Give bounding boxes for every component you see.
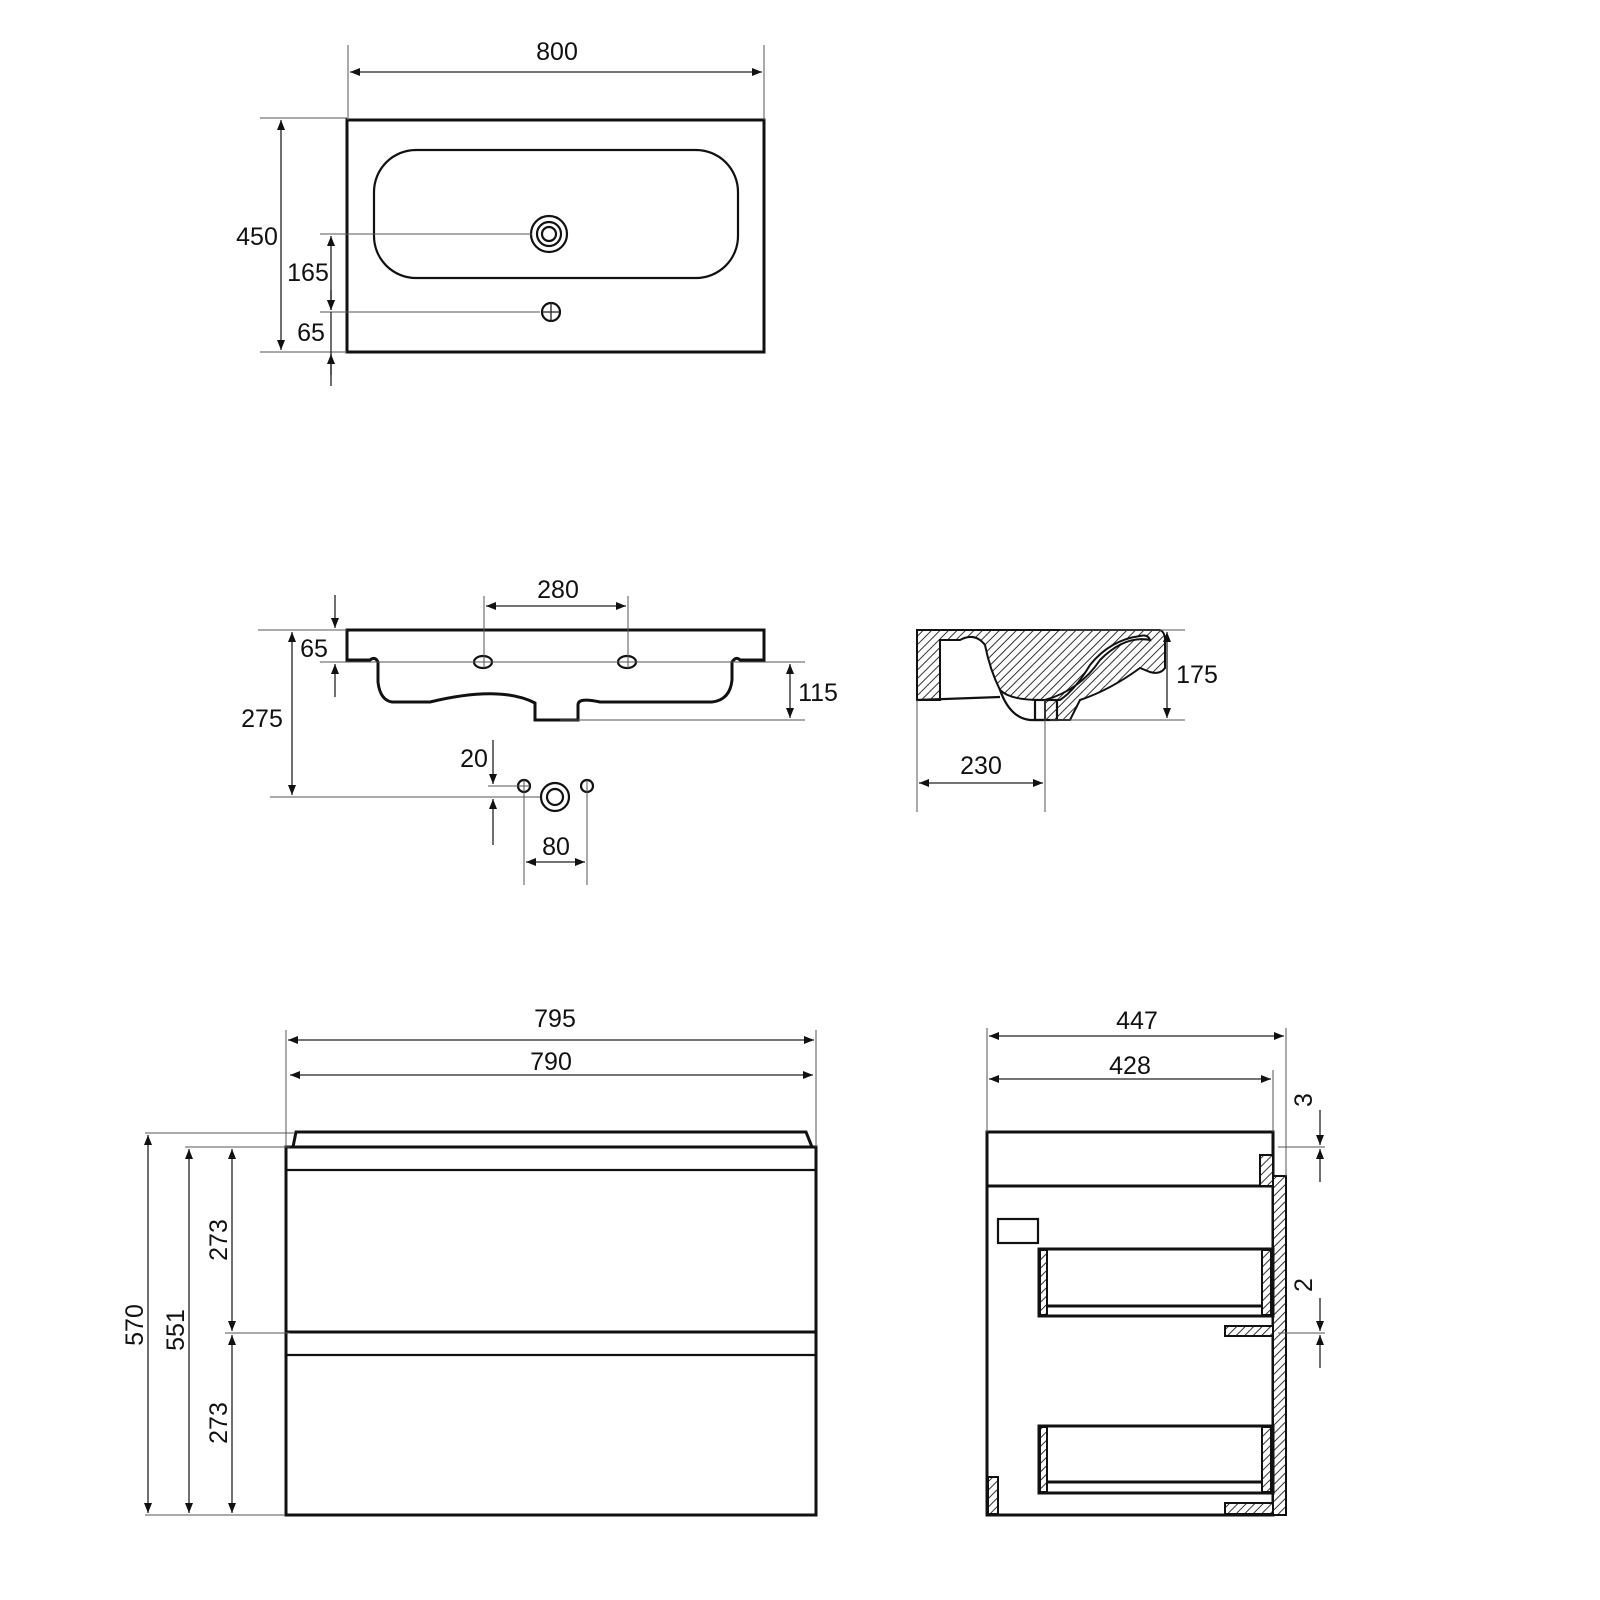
section-profile	[916, 629, 1166, 721]
dim-top-width: 795	[534, 1005, 576, 1033]
dim-gap-top: 3	[1290, 1093, 1318, 1107]
cabinet-front-view: 795 790 570 551 273 273	[121, 1005, 818, 1517]
dim-top-depth: 447	[1116, 1007, 1158, 1035]
cabinet-side-outline	[985, 1130, 1275, 1517]
dim-fix-offset: 20	[460, 745, 488, 773]
dim-total-height: 570	[121, 1304, 149, 1346]
dim-gap-mid: 2	[1290, 1278, 1318, 1292]
drawer-front-section	[1272, 1175, 1287, 1516]
dim-width: 800	[536, 38, 578, 66]
cabinet-side-view: 447 428 3 2	[985, 1007, 1325, 1517]
dim-drawer-lower: 273	[205, 1402, 233, 1444]
dim-drawer-upper: 273	[205, 1219, 233, 1261]
basin-front-outline	[345, 628, 766, 722]
dim-bowl-height: 115	[798, 679, 838, 707]
dim-section-height: 175	[1176, 661, 1218, 689]
dim-body-depth: 428	[1109, 1052, 1151, 1080]
dim-drain-distance: 230	[960, 752, 1002, 780]
basin-section-view: 175 230	[916, 629, 1218, 812]
basin-top-view: 800 450 165 65	[236, 38, 766, 386]
basin-bowl	[372, 148, 740, 280]
fixing-holes-icon	[516, 778, 595, 813]
basin-outline	[345, 118, 766, 354]
dim-depth: 450	[236, 223, 278, 251]
hinge-icon	[996, 1217, 1040, 1245]
basin-front-view: 280 65 275 115 20 80	[241, 576, 838, 885]
countertop	[291, 1130, 814, 1148]
tap-hole-icon	[540, 301, 562, 323]
dim-drain-depth: 275	[241, 705, 283, 733]
drain-icon	[529, 214, 569, 254]
dim-body-height: 551	[162, 1309, 190, 1351]
dim-rim-height: 65	[300, 635, 328, 663]
dim-tap-offset: 65	[297, 319, 325, 347]
dim-body-width: 790	[530, 1048, 572, 1076]
dim-fix-spacing: 80	[542, 833, 570, 861]
dim-drain-offset: 165	[287, 259, 329, 287]
dim-tap-spacing: 280	[537, 576, 579, 604]
